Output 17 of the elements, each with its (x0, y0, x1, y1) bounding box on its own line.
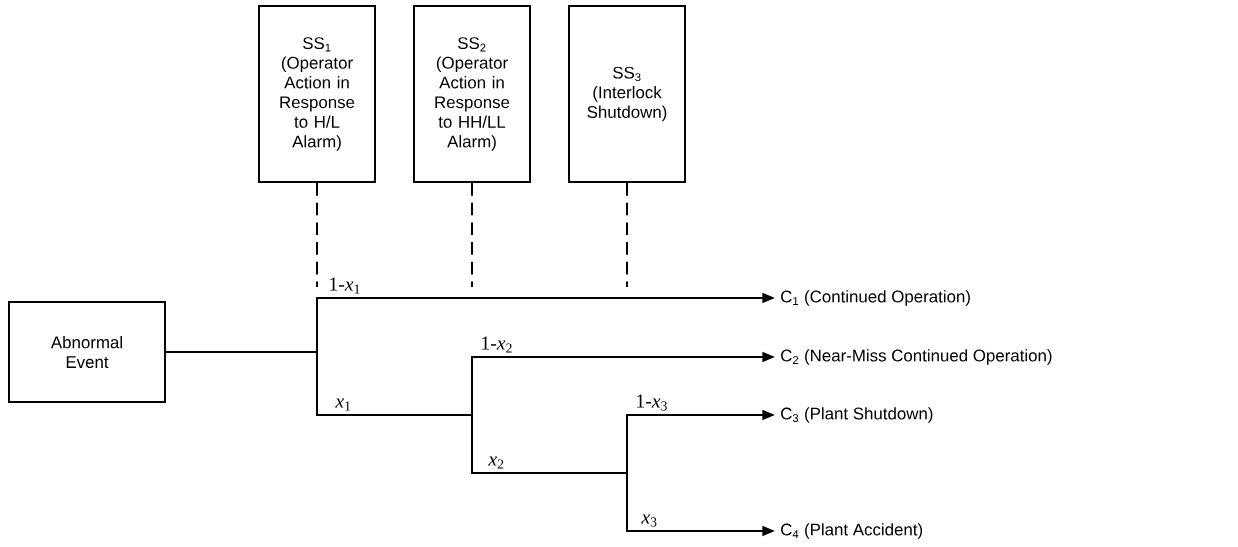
stage-box: SS$_{2}$ (Operator Action in Response to HH/LL Alarm) (413, 5, 531, 183)
probability-label: 1-x$_{3}$ (637, 394, 667, 411)
outcome-label: C$_{2}$ (Near-Miss Continued Operation) (781, 349, 1052, 365)
stage-line (626, 182, 628, 288)
outcome-label: C$_{4}$ (Plant Accident) (781, 523, 923, 539)
event-box: Abnormal Event (8, 301, 166, 403)
probability-label: 1-x$_{1}$ (330, 277, 360, 294)
probability-label: x$_{1}$ (335, 398, 351, 411)
outcome-label: C$_{3}$ (Plant Shutdown) (781, 407, 933, 423)
outcome-label: C$_{1}$ (Continued Operation) (781, 290, 970, 306)
probability-label: 1-x$_{2}$ (482, 336, 512, 353)
stage-line (471, 182, 473, 288)
stage-box: SS$_{3}$ (Interlock Shutdown) (568, 5, 686, 183)
stage-line (316, 182, 318, 288)
probability-label: x$_{3}$ (641, 514, 657, 527)
probability-label: x$_{2}$ (488, 456, 504, 469)
stage-box: SS$_{1}$ (Operator Action in Response to H/L Alarm) (258, 5, 376, 183)
